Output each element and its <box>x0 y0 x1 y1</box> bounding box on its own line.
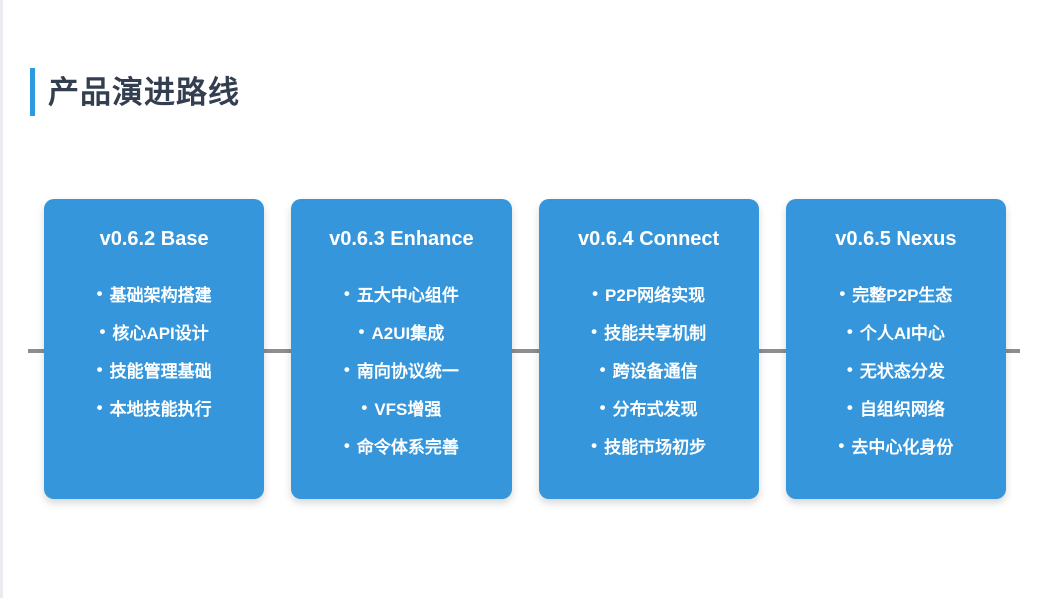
version-card-nexus: v0.6.5 Nexus • 完整P2P生态 • 个人AI中心 • 无状态分发 • 自组… <box>785 199 1006 499</box>
bullet-icon: • <box>839 283 846 303</box>
feature-label: 无状态分发 <box>859 361 945 381</box>
bullet-icon: • <box>343 359 350 379</box>
left-edge-strip <box>0 0 3 598</box>
feature-label: 技能市场初步 <box>604 437 707 457</box>
feature-label: 本地技能执行 <box>109 399 212 419</box>
feature-label: 自组织网络 <box>859 399 945 419</box>
version-cards-row: v0.6.2 Base •基础架构搭建 •核心API设计 •技能管理基础 •本地… <box>44 199 1006 499</box>
slide-header: 产品演进路线 <box>30 68 240 116</box>
bullet-icon: • <box>599 359 606 379</box>
feature-label: P2P网络实现 <box>605 285 706 305</box>
page-title: 产品演进路线 <box>48 74 240 110</box>
bullet-icon: • <box>846 321 853 341</box>
feature-list: •P2P网络实现 •技能共享机制 •跨设备通信 •分布式发现 •技能市场初步 <box>539 274 759 464</box>
feature-label: A2UI集成 <box>371 323 445 343</box>
feature-item: • 技能市场初步 <box>539 426 759 464</box>
feature-item: • 技能共享机制 <box>539 312 759 350</box>
feature-label: 分布式发现 <box>612 399 698 419</box>
feature-label: 南向协议统一 <box>356 361 459 381</box>
feature-item: • 完整P2P生态 <box>786 274 1006 312</box>
bullet-icon: • <box>846 397 853 417</box>
bullet-icon: • <box>846 359 853 379</box>
feature-label: 核心API设计 <box>112 323 209 343</box>
version-title: v0.6.4 Connect <box>578 228 720 250</box>
bullet-icon: • <box>343 283 350 303</box>
feature-item: • 命令体系完善 <box>291 426 511 464</box>
feature-item: • 去中心化身份 <box>786 426 1006 464</box>
bullet-icon: • <box>343 435 350 455</box>
feature-item: • 跨设备通信 <box>539 350 759 388</box>
version-title: v0.6.3 Enhance <box>329 228 474 250</box>
version-title: v0.6.2 Base <box>99 228 209 250</box>
feature-item: • 核心API设计 <box>44 312 264 350</box>
title-accent-bar <box>30 68 35 116</box>
feature-item: • 技能管理基础 <box>44 350 264 388</box>
bullet-icon: • <box>361 397 368 417</box>
feature-label: 命令体系完善 <box>356 437 459 457</box>
feature-label: 技能管理基础 <box>109 361 212 381</box>
feature-item: • VFS增强 <box>291 388 511 426</box>
bullet-icon: • <box>96 397 103 417</box>
feature-item: • 分布式发现 <box>539 388 759 426</box>
bullet-icon: • <box>358 321 365 341</box>
feature-list: • 完整P2P生态 • 个人AI中心 • 无状态分发 • 自组织网络 • 去中心化身份 <box>786 274 1006 464</box>
feature-list: •基础架构搭建 •核心API设计 •技能管理基础 •本地技能执行 <box>44 274 264 426</box>
bullet-icon: • <box>592 283 599 303</box>
feature-item: • 无状态分发 <box>786 350 1006 388</box>
timeline-connector-line <box>28 349 1020 353</box>
feature-list: • 五大中心组件 • A2UI集成 • 南向协议统一 • VFS增强 • 命令体系完善 <box>291 274 511 464</box>
feature-label: 去中心化身份 <box>851 437 954 457</box>
feature-item: • 五大中心组件 <box>291 274 511 312</box>
bullet-icon: • <box>99 321 106 341</box>
feature-label: 完整P2P生态 <box>852 285 953 305</box>
version-card-base: v0.6.2 Base •基础架构搭建 •核心API设计 •技能管理基础 •本地… <box>44 199 265 499</box>
feature-label: 基础架构搭建 <box>109 285 212 305</box>
feature-item: • 基础架构搭建 <box>44 274 264 312</box>
bullet-icon: • <box>591 321 598 341</box>
feature-item: • 南向协议统一 <box>291 350 511 388</box>
feature-label: 技能共享机制 <box>604 323 707 343</box>
version-card-enhance: v0.6.3 Enhance • 五大中心组件 • A2UI集成 • 南向协议统一 •… <box>291 199 512 499</box>
bullet-icon: • <box>591 435 598 455</box>
feature-item: • P2P网络实现 <box>539 274 759 312</box>
feature-item: • 自组织网络 <box>786 388 1006 426</box>
feature-item: • 本地技能执行 <box>44 388 264 426</box>
version-title: v0.6.5 Nexus <box>835 228 957 250</box>
bullet-icon: • <box>96 283 103 303</box>
version-card-connect: v0.6.4 Connect •P2P网络实现 •技能共享机制 •跨设备通信 •… <box>538 199 759 499</box>
feature-label: 五大中心组件 <box>356 285 459 305</box>
bullet-icon: • <box>96 359 103 379</box>
feature-item: • 个人AI中心 <box>786 312 1006 350</box>
feature-item: • A2UI集成 <box>291 312 511 350</box>
bullet-icon: • <box>838 435 845 455</box>
feature-label: 跨设备通信 <box>612 361 698 381</box>
feature-label: 个人AI中心 <box>859 323 945 343</box>
feature-label: VFS增强 <box>374 399 442 419</box>
bullet-icon: • <box>599 397 606 417</box>
